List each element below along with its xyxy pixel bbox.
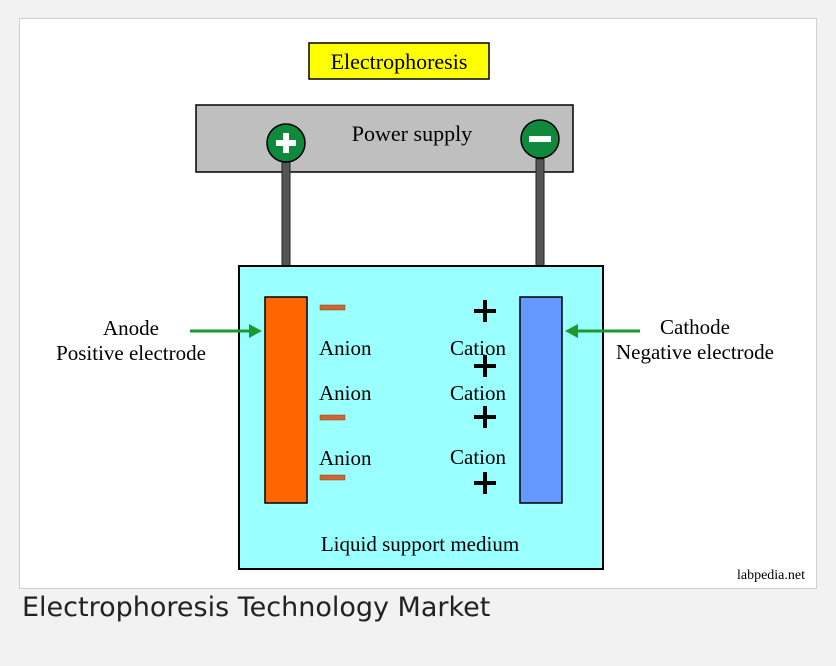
anion-minus-icon <box>319 474 346 481</box>
figure-frame: Electrophoresis Power supply <box>19 18 817 589</box>
anode-electrode <box>264 296 308 504</box>
anion-label: Anion <box>319 381 372 405</box>
cathode-description-label: Negative electrode <box>616 340 774 364</box>
power-supply-label: Power supply <box>352 121 472 146</box>
cathode-electrode <box>519 296 563 504</box>
anion-label: Anion <box>319 336 372 360</box>
cation-plus-icon <box>474 355 496 377</box>
diagram-title: Electrophoresis <box>331 49 468 74</box>
anode-name-label: Anode <box>103 316 159 340</box>
negative-terminal-icon <box>520 119 560 159</box>
figure-caption: Electrophoresis Technology Market <box>22 592 491 623</box>
title-box <box>308 42 490 80</box>
cation-plus-icon <box>474 406 496 428</box>
cation-label: Cation <box>450 336 506 360</box>
cation-label: Cation <box>450 445 506 469</box>
cathode-arrow-icon <box>565 324 640 338</box>
anode-arrow-icon <box>190 324 262 338</box>
anion-minus-icon <box>319 414 346 421</box>
watermark: labpedia.net <box>737 568 805 583</box>
anion-label: Anion <box>319 446 372 470</box>
cation-plus-icon <box>474 472 496 494</box>
cathode-name-label: Cathode <box>660 315 730 339</box>
electrophoresis-diagram: Electrophoresis Power supply <box>56 42 805 583</box>
power-supply-box <box>195 104 574 173</box>
medium-label: Liquid support medium <box>321 532 519 556</box>
positive-terminal-icon <box>266 123 306 163</box>
anode-description-label: Positive electrode <box>56 341 206 365</box>
cation-label: Cation <box>450 381 506 405</box>
anion-minus-icon <box>319 304 346 311</box>
cation-plus-icon <box>474 300 496 322</box>
